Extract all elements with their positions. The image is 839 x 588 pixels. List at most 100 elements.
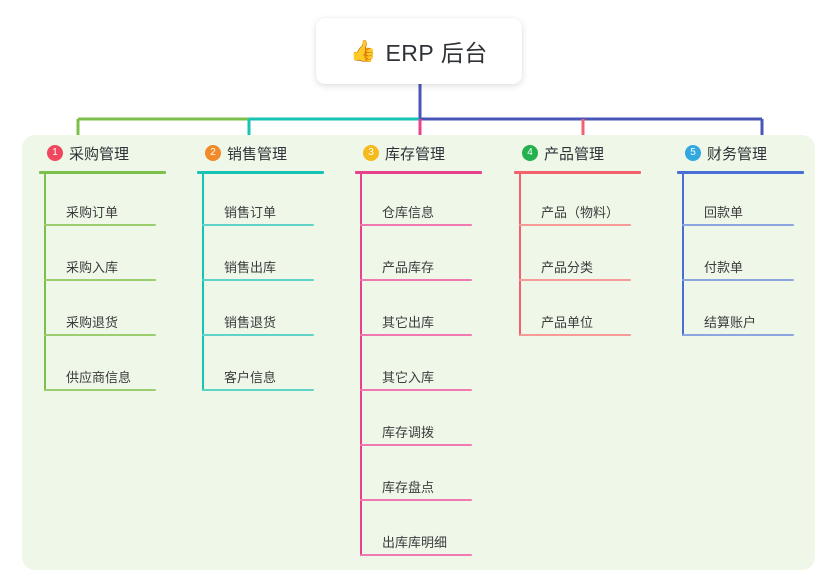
branch-leaf-list: 销售订单销售出库销售退货客户信息 [202,174,352,394]
leaf-item-underline [360,389,472,391]
leaf-item-underline [44,334,156,336]
leaf-item-underline [360,334,472,336]
leaf-item[interactable]: 产品库存 [360,229,510,284]
branch-spine [360,174,362,556]
branch-number-badge: 3 [363,145,379,161]
leaf-item[interactable]: 产品分类 [519,229,669,284]
leaf-item-label: 产品分类 [541,260,594,275]
leaf-item[interactable]: 结算账户 [682,284,832,339]
leaf-item[interactable]: 产品单位 [519,284,669,339]
leaf-item-underline [360,499,472,501]
leaf-item[interactable]: 采购退货 [44,284,194,339]
branch-underline [355,171,482,174]
branch-header[interactable]: 4 产品管理 [514,135,669,171]
branch-title: 产品管理 [544,145,605,163]
leaf-item-underline [44,224,156,226]
leaf-item-underline [360,224,472,226]
branch-leaf-list: 回款单付款单结算账户 [682,174,832,339]
leaf-item-label: 采购退货 [66,315,119,330]
leaf-item-label: 库存盘点 [382,480,435,495]
branch-leaf-list: 产品（物料） 产品分类产品单位 [519,174,669,339]
branch-leaf-list: 仓库信息产品库存其它出库其它入库库存调拨库存盘点出库库明细 [360,174,510,559]
leaf-item-label: 销售出库 [224,260,277,275]
leaf-item-underline [360,554,472,556]
leaf-item[interactable]: 销售退货 [202,284,352,339]
leaf-item-underline [682,224,794,226]
branch-number-badge: 4 [522,145,538,161]
leaf-item[interactable]: 库存盘点 [360,449,510,504]
branch-title: 财务管理 [707,145,768,163]
leaf-item-label: 出库库明细 [382,535,448,550]
leaf-item-underline [202,334,314,336]
leaf-item-underline [202,389,314,391]
branch-number-badge: 1 [47,145,63,161]
branch-header[interactable]: 2 销售管理 [197,135,352,171]
leaf-item[interactable]: 销售订单 [202,174,352,229]
leaf-item[interactable]: 采购订单 [44,174,194,229]
branch-title: 库存管理 [385,145,446,163]
leaf-item-label: 付款单 [704,260,744,275]
leaf-item-underline [202,279,314,281]
root-node-title: ERP 后台 [385,40,488,66]
branch-header[interactable]: 1 采购管理 [39,135,194,171]
branch-underline [197,171,324,174]
leaf-item[interactable]: 出库库明细 [360,504,510,559]
leaf-item-label: 采购订单 [66,205,119,220]
leaf-item[interactable]: 其它入库 [360,339,510,394]
branch-column-产品管理: 4 产品管理产品（物料） 产品分类产品单位 [514,135,669,339]
branch-spine [202,174,204,391]
leaf-item[interactable]: 库存调拨 [360,394,510,449]
leaf-item-underline [519,224,631,226]
leaf-item-label: 供应商信息 [66,370,132,385]
leaf-item-label: 回款单 [704,205,744,220]
leaf-item[interactable]: 供应商信息 [44,339,194,394]
branch-spine [682,174,684,336]
branch-underline [514,171,641,174]
root-node[interactable]: 👍 ERP 后台 [316,18,522,84]
branch-column-销售管理: 2 销售管理销售订单销售出库销售退货客户信息 [197,135,352,394]
leaf-item-label: 库存调拨 [382,425,435,440]
leaf-item[interactable]: 销售出库 [202,229,352,284]
leaf-item-label: 其它入库 [382,370,435,385]
leaf-item-label: 客户信息 [224,370,277,385]
leaf-item-underline [360,279,472,281]
branch-number-badge: 2 [205,145,221,161]
leaf-item-label: 其它出库 [382,315,435,330]
branch-underline [677,171,804,174]
branch-column-采购管理: 1 采购管理采购订单采购入库采购退货供应商信息 [39,135,194,394]
leaf-item[interactable]: 付款单 [682,229,832,284]
leaf-item-underline [44,279,156,281]
leaf-item-underline [360,444,472,446]
leaf-item[interactable]: 产品（物料） [519,174,669,229]
leaf-item-label: 产品库存 [382,260,435,275]
leaf-item-underline [519,279,631,281]
leaf-item-label: 销售订单 [224,205,277,220]
leaf-item-underline [44,389,156,391]
leaf-item-label: 销售退货 [224,315,277,330]
leaf-item[interactable]: 其它出库 [360,284,510,339]
leaf-item-label: 产品（物料） [541,205,620,220]
branch-leaf-list: 采购订单采购入库采购退货供应商信息 [44,174,194,394]
leaf-item[interactable]: 采购入库 [44,229,194,284]
leaf-item-underline [682,279,794,281]
branch-title: 采购管理 [69,145,130,163]
thumbs-up-icon: 👍 [350,38,377,63]
branch-header[interactable]: 3 库存管理 [355,135,510,171]
leaf-item[interactable]: 回款单 [682,174,832,229]
branch-column-库存管理: 3 库存管理仓库信息产品库存其它出库其它入库库存调拨库存盘点出库库明细 [355,135,510,559]
branch-spine [44,174,46,391]
leaf-item-underline [682,334,794,336]
leaf-item[interactable]: 仓库信息 [360,174,510,229]
root-node-content: 👍 ERP 后台 [350,34,487,68]
leaf-item-label: 结算账户 [704,315,757,330]
branch-underline [39,171,166,174]
leaf-item-label: 采购入库 [66,260,119,275]
leaf-item-label: 产品单位 [541,315,594,330]
leaf-item[interactable]: 客户信息 [202,339,352,394]
branch-columns: 1 采购管理采购订单采购入库采购退货供应商信息 2 销售管理销售订单销售出库销售退货客… [22,135,815,570]
leaf-item-label: 仓库信息 [382,205,435,220]
leaf-item-underline [202,224,314,226]
branch-title: 销售管理 [227,145,288,163]
